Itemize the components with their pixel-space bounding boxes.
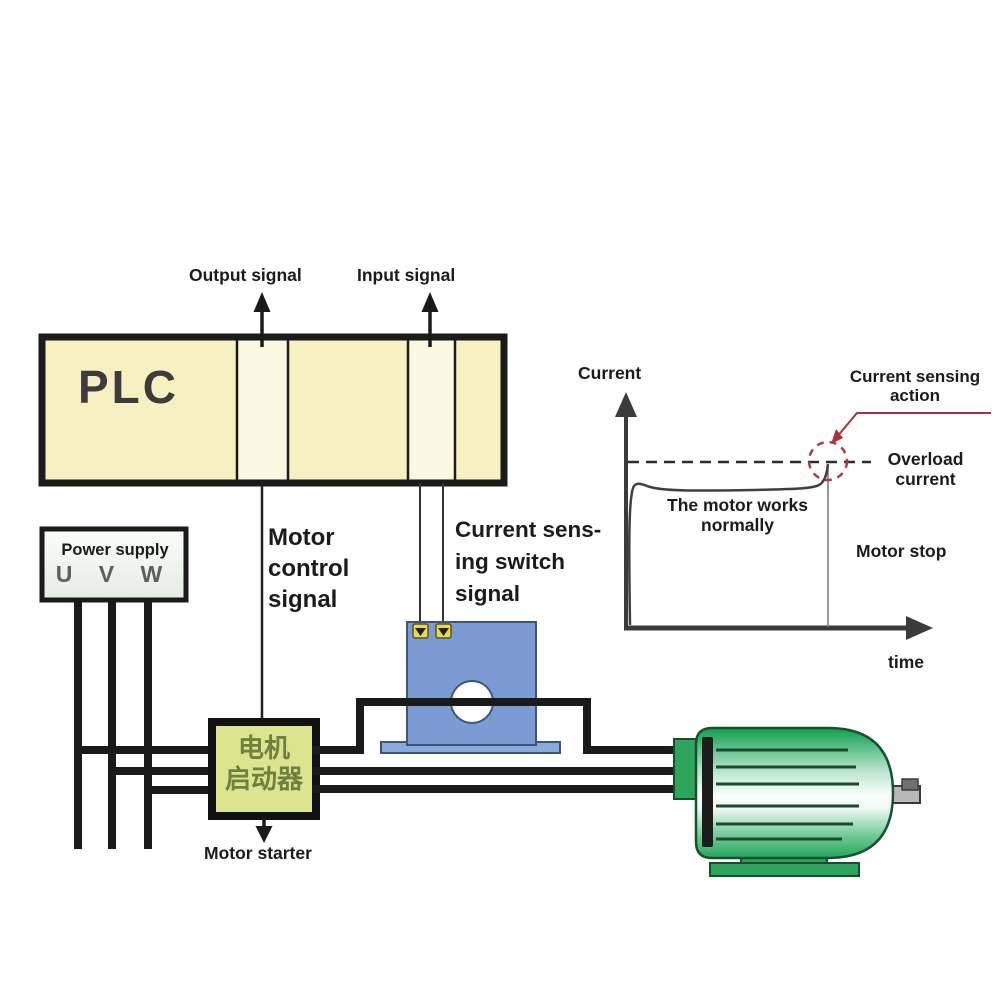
current-sensor xyxy=(380,621,561,754)
motor-control-signal-label: Motor control signal xyxy=(268,522,349,616)
arrow-up-icon xyxy=(421,292,439,312)
starter-chinese-line1: 电机 xyxy=(237,733,290,763)
overload-line1: Overload xyxy=(887,449,964,469)
output-signal-label: Output signal xyxy=(189,265,302,285)
motor-terminal-box xyxy=(673,738,697,800)
power-supply-label: Power supply xyxy=(61,541,169,559)
phase-wire-through-sensor xyxy=(312,698,682,754)
input-signal-label: Input signal xyxy=(357,265,456,285)
x-axis-arrow-icon xyxy=(906,616,933,640)
current-sensing-action-label: Current sensing action xyxy=(820,367,1001,405)
motor-works-normally-label: The motor works normally xyxy=(640,495,835,535)
terminal-1-mark xyxy=(415,628,426,636)
sensing-action-line1: Current sensing xyxy=(849,367,981,386)
sensing-action-line2: action xyxy=(889,386,941,406)
motor-starter-chinese-label: 电机 启动器 xyxy=(212,733,316,795)
sensor-terminals xyxy=(412,623,452,639)
chart-x-axis-label: time xyxy=(888,652,924,672)
sensing-switch-line3: signal xyxy=(455,580,521,606)
motor-control-signal-line3: signal xyxy=(268,586,338,614)
overload-line2: current xyxy=(895,468,956,489)
overload-current-label: Overload current xyxy=(868,449,983,489)
terminal-2-mark xyxy=(438,628,449,636)
motor-starter-label: Motor starter xyxy=(204,843,312,863)
motor-control-signal-line2: control xyxy=(268,555,350,583)
motor-foot-base xyxy=(709,862,860,877)
motor-phase-wires xyxy=(312,698,682,793)
sensing-switch-line1: Current sens- xyxy=(455,517,602,542)
motor xyxy=(673,726,921,877)
plc-section-dividers xyxy=(235,340,457,480)
motor-stop-label: Motor stop xyxy=(856,541,947,561)
starter-chinese-line2: 启动器 xyxy=(224,764,303,795)
current-curve xyxy=(628,463,830,626)
normal-line2: normally xyxy=(701,514,774,535)
red-arrow-icon xyxy=(831,429,843,444)
sensing-action-pointer xyxy=(835,412,991,439)
current-time-chart xyxy=(615,392,991,640)
plc-output-section xyxy=(237,341,288,479)
sensing-point-circle xyxy=(807,440,849,482)
plc-input-section xyxy=(408,341,455,479)
arrow-down-icon xyxy=(255,826,273,843)
normal-line1: The motor works xyxy=(667,495,808,515)
motor-starter-arrow xyxy=(255,818,273,843)
power-supply-phases: U V W xyxy=(55,561,173,587)
sensing-switch-line2: ing switch xyxy=(455,548,566,574)
plc-label: PLC xyxy=(78,361,179,413)
motor-fins xyxy=(716,748,859,841)
input-signal-arrow xyxy=(421,292,439,347)
power-wires xyxy=(74,598,218,849)
arrow-up-icon xyxy=(253,292,271,312)
motor-end-ring xyxy=(702,737,713,847)
current-sensing-switch-signal-label: Current sens- ing switch signal xyxy=(455,514,601,610)
output-signal-arrow xyxy=(253,292,271,347)
plc-box xyxy=(38,333,508,487)
chart-y-axis-label: Current xyxy=(578,363,642,383)
y-axis-arrow-icon xyxy=(615,392,637,417)
motor-control-signal-line1: Motor xyxy=(268,524,335,551)
motor-shaft-key xyxy=(901,778,919,791)
